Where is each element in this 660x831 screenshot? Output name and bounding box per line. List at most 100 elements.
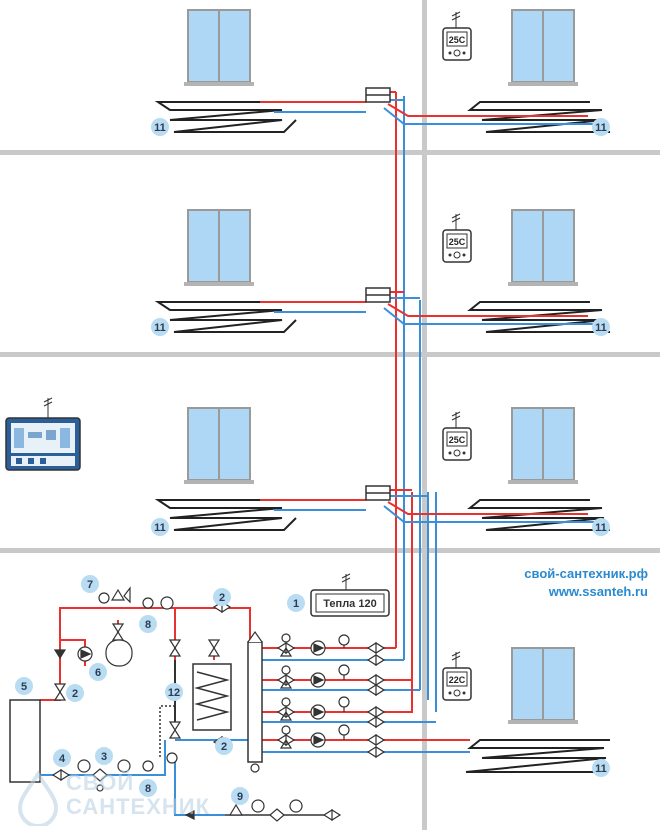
pump-icon	[310, 704, 326, 720]
valve-icon	[366, 745, 386, 759]
valve-icon	[110, 588, 126, 601]
boiler: Тепла 120	[310, 573, 390, 617]
manometer-icon	[251, 799, 265, 813]
mixing-valve-icon	[166, 752, 178, 764]
thermostat-temp: 25C	[449, 435, 466, 445]
thermometer-icon	[338, 724, 350, 740]
svg-text:5: 5	[21, 681, 27, 693]
thermostat-icon: 25C	[442, 11, 472, 61]
check-valve-icon	[53, 649, 67, 660]
callout-badge: 4	[53, 749, 71, 767]
mixing-valve-icon	[276, 725, 296, 749]
callout-badge: 3	[95, 747, 113, 765]
svg-text:11: 11	[595, 122, 607, 134]
svg-text:11: 11	[595, 322, 607, 334]
callout-badge: 6	[89, 663, 107, 681]
window-icon	[508, 9, 578, 86]
thermometer-icon	[338, 634, 350, 648]
valve-icon	[322, 808, 342, 822]
svg-text:11: 11	[595, 522, 607, 534]
manometer-icon	[98, 592, 110, 604]
control-panel-icon	[5, 397, 81, 471]
check-valve-icon	[184, 810, 195, 820]
pump-icon	[77, 646, 93, 662]
callout-badge: 11	[151, 118, 169, 136]
callout-badge: 11	[151, 518, 169, 536]
floor-manifolds	[365, 87, 391, 501]
filter-icon	[269, 808, 285, 822]
filter-icon	[92, 768, 108, 792]
windows	[184, 9, 578, 724]
valve-icon	[168, 721, 182, 739]
mixing-valve-icon	[276, 665, 296, 689]
watermark-drop-icon	[17, 770, 59, 828]
mixing-valve-icon	[276, 697, 296, 721]
website-line-2: www.ssanteh.ru	[548, 584, 648, 599]
svg-text:6: 6	[95, 667, 101, 679]
thermometer-icon	[142, 760, 154, 772]
callouts: 11 11 11 11 11 11 11 1 2 2 2 3 4 5 6 7 8…	[15, 118, 610, 805]
valve-icon	[228, 803, 244, 816]
svg-text:2: 2	[72, 688, 78, 700]
callout-badge: 2	[215, 737, 233, 755]
thermostat-temp: 25C	[449, 237, 466, 247]
thermostat-icon: 25C	[442, 411, 472, 461]
thermostat-temp: 25C	[449, 35, 466, 45]
valve-icon	[366, 705, 386, 719]
thermostats: 25C 25C 25C 22C	[442, 11, 472, 701]
pump-icon	[310, 672, 326, 688]
floor-branches	[260, 91, 598, 523]
valve-icon	[366, 683, 386, 697]
manometer-icon	[117, 759, 131, 773]
svg-text:7: 7	[87, 579, 93, 591]
valve-icon	[366, 673, 386, 687]
callout-badge: 9	[231, 787, 249, 805]
valve-icon	[366, 733, 386, 747]
storage-tank	[9, 699, 41, 783]
callout-badge: 8	[139, 779, 157, 797]
expansion-vessel-icon	[105, 639, 133, 667]
svg-text:8: 8	[145, 619, 151, 631]
window-icon	[184, 9, 254, 86]
callout-badge: 8	[139, 615, 157, 633]
components	[51, 586, 386, 822]
svg-text:1: 1	[293, 598, 299, 610]
valve-icon	[366, 715, 386, 729]
manometer-icon	[160, 596, 174, 610]
thermostat-icon: 25C	[442, 213, 472, 263]
callout-badge: 1	[287, 594, 305, 612]
callout-badge: 5	[15, 677, 33, 695]
svg-text:11: 11	[154, 322, 166, 334]
manometer-icon	[289, 799, 303, 813]
buffer-tank	[192, 663, 232, 731]
valve-icon	[168, 639, 182, 657]
valve-icon	[51, 768, 71, 782]
website-line-1: свой-сантехник.рф	[524, 566, 648, 581]
thermometer-icon	[338, 696, 350, 712]
window-icon	[184, 209, 254, 286]
callout-badge: 11	[592, 318, 610, 336]
svg-text:3: 3	[101, 751, 107, 763]
svg-text:8: 8	[145, 783, 151, 795]
hydraulic-header	[247, 641, 263, 763]
thermometer-icon	[142, 597, 154, 609]
mixing-valve-icon	[276, 633, 296, 657]
window-icon	[508, 647, 578, 724]
thermometer-icon	[338, 664, 350, 680]
svg-text:12: 12	[168, 687, 180, 699]
svg-text:11: 11	[595, 763, 607, 775]
callout-badge: 2	[66, 684, 84, 702]
window-icon	[184, 407, 254, 484]
valve-icon	[207, 639, 221, 657]
valve-icon	[123, 586, 131, 604]
riser-pipes	[395, 92, 437, 712]
svg-text:11: 11	[154, 122, 166, 134]
svg-text:9: 9	[237, 791, 243, 803]
valve-icon	[366, 653, 386, 667]
svg-text:2: 2	[221, 741, 227, 753]
callout-badge: 2	[213, 588, 231, 606]
svg-text:4: 4	[59, 753, 66, 765]
manometer-icon	[77, 759, 91, 773]
distribution-lines	[262, 647, 470, 753]
